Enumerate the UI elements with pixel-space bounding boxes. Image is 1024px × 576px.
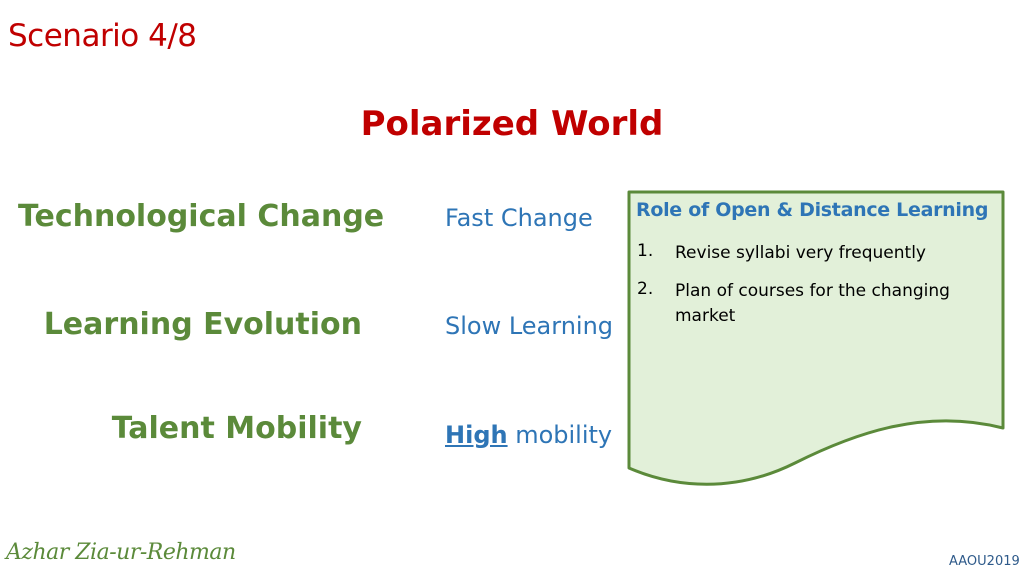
value-high-emphasis: High — [445, 421, 508, 449]
box-list-item: 1. Revise syllabi very frequently — [637, 241, 977, 267]
value-mobility-text: mobility — [507, 421, 613, 449]
scenario-label: Scenario 4/8 — [8, 18, 197, 54]
box-list-item: 2. Plan of courses for the changing mark… — [637, 279, 977, 331]
author-signature: Azhar Zia-ur-Rehman — [6, 540, 236, 565]
slide-title: Polarized World — [360, 104, 664, 144]
value-high-mobility: High mobility — [445, 421, 612, 449]
value-slow-learning: Slow Learning — [445, 312, 614, 340]
label-learning-evolution: Learning Evolution — [43, 307, 362, 342]
list-number: 1. — [637, 241, 654, 261]
list-text: Revise syllabi very frequently — [675, 243, 926, 263]
label-talent-mobility: Talent Mobility — [111, 411, 362, 446]
box-heading: Role of Open & Distance Learning — [636, 199, 989, 221]
list-number: 2. — [637, 279, 654, 299]
document-shape — [627, 190, 1005, 486]
list-text: Plan of courses for the changing market — [675, 281, 950, 326]
footer-conference: AAOU2019 — [949, 554, 1020, 569]
label-technological-change: Technological Change — [18, 199, 385, 234]
value-fast-change: Fast Change — [445, 204, 593, 232]
